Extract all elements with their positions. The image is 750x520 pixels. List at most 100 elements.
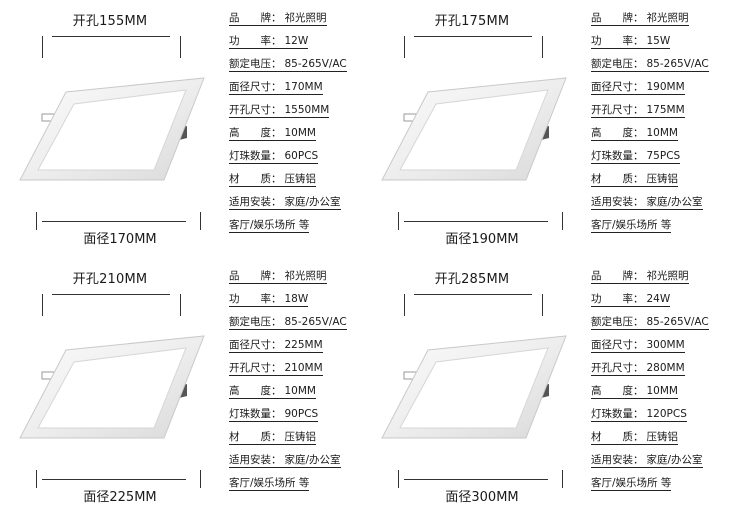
spec-label: 灯珠数量 <box>229 150 271 162</box>
spec-colon: ： <box>633 127 644 139</box>
spec-label: 品 牌 <box>591 12 633 24</box>
spec-row: 面径尺寸：190MM <box>591 81 685 95</box>
spec-value: 12W <box>284 35 309 47</box>
spec-row: 额定电压：85-265V/AC <box>229 58 347 72</box>
spec-value: 225MM <box>284 339 323 351</box>
spec-label: 适用安装 <box>591 454 633 466</box>
spec-value: 客厅/娱乐场所 等 <box>229 477 310 489</box>
spec-value: 压铸铝 <box>646 173 679 185</box>
spec-row: 适用安装：家庭/办公室 <box>591 454 703 468</box>
spec-colon: ： <box>633 316 644 328</box>
panel-diffuser <box>37 89 187 171</box>
spec-label: 开孔尺寸 <box>591 104 633 116</box>
spec-colon: ： <box>633 385 644 397</box>
spec-row: 客厅/娱乐场所 等 <box>591 477 672 491</box>
spec-value: 客厅/娱乐场所 等 <box>229 219 310 231</box>
panel-light-image <box>19 335 205 439</box>
hole-dim-line <box>52 294 170 295</box>
spec-value: 85-265V/AC <box>284 316 347 328</box>
spec-colon: ： <box>633 35 644 47</box>
spec-colon: ： <box>271 35 282 47</box>
panel-light-image <box>19 77 205 181</box>
spec-row: 灯珠数量：120PCS <box>591 408 687 422</box>
spec-label: 材 质 <box>229 431 271 443</box>
spec-colon: ： <box>633 454 644 466</box>
spec-colon: ： <box>271 293 282 305</box>
diameter-dim-line <box>404 221 548 222</box>
spec-row: 材 质：压铸铝 <box>229 173 316 187</box>
spec-row: 适用安装：家庭/办公室 <box>229 454 341 468</box>
spec-label: 额定电压 <box>591 316 633 328</box>
spec-row: 功 率：18W <box>229 293 309 307</box>
hole-dim-tick-right <box>542 294 543 316</box>
spec-value: 家庭/办公室 <box>284 454 341 466</box>
spec-colon: ： <box>271 12 282 24</box>
spec-row: 功 率：15W <box>591 35 671 49</box>
spec-value: 1550MM <box>284 104 330 116</box>
spec-colon: ： <box>633 150 644 162</box>
spec-value: 压铸铝 <box>646 431 679 443</box>
panel-diffuser <box>399 347 549 429</box>
spec-row: 开孔尺寸：175MM <box>591 104 685 118</box>
spec-value: 75PCS <box>646 150 681 162</box>
spec-row: 高 度：10MM <box>591 127 678 141</box>
spec-row: 灯珠数量：90PCS <box>229 408 319 422</box>
diameter-label: 面径170MM <box>83 232 157 247</box>
spec-row: 材 质：压铸铝 <box>229 431 316 445</box>
diameter-dim-tick-right <box>562 470 563 488</box>
spec-value: 10MM <box>284 127 316 139</box>
spec-value: 祁光照明 <box>284 270 327 282</box>
spec-label: 灯珠数量 <box>229 408 271 420</box>
spec-colon: ： <box>633 270 644 282</box>
spec-label: 面径尺寸 <box>591 339 633 351</box>
spec-row: 功 率：12W <box>229 35 309 49</box>
spec-label: 适用安装 <box>229 196 271 208</box>
spec-value: 客厅/娱乐场所 等 <box>591 477 672 489</box>
spec-label: 开孔尺寸 <box>229 104 271 116</box>
hole-dim-tick-left <box>42 36 43 58</box>
spec-label: 适用安装 <box>591 196 633 208</box>
spec-label: 面径尺寸 <box>591 81 633 93</box>
spec-colon: ： <box>633 12 644 24</box>
spec-row: 灯珠数量：60PCS <box>229 150 319 164</box>
spec-value: 85-265V/AC <box>646 58 709 70</box>
diameter-dim-tick-left <box>398 470 399 488</box>
diameter-dim-tick-right <box>200 470 201 488</box>
diameter-label: 面径190MM <box>445 232 519 247</box>
diameter-dim-tick-right <box>200 212 201 230</box>
spec-value: 10MM <box>646 127 678 139</box>
spec-colon: ： <box>271 104 282 116</box>
spec-label: 高 度 <box>591 127 633 139</box>
spec-row: 高 度：10MM <box>591 385 678 399</box>
spec-label: 开孔尺寸 <box>591 362 633 374</box>
hole-size-label: 开孔175MM <box>434 14 510 29</box>
spec-colon: ： <box>633 81 644 93</box>
spec-value: 280MM <box>646 362 685 374</box>
spec-colon: ： <box>633 293 644 305</box>
spec-value: 压铸铝 <box>284 431 317 443</box>
spec-label: 材 质 <box>591 173 633 185</box>
spec-row: 灯珠数量：75PCS <box>591 150 681 164</box>
hole-dim-line <box>414 294 532 295</box>
diameter-dim-line <box>404 479 548 480</box>
spec-colon: ： <box>271 127 282 139</box>
spec-value: 祁光照明 <box>284 12 327 24</box>
spec-row: 高 度：10MM <box>229 385 316 399</box>
spec-row: 品 牌：祁光照明 <box>229 270 327 284</box>
diameter-label: 面径300MM <box>445 490 519 505</box>
diameter-dim-tick-left <box>36 212 37 230</box>
spec-label: 适用安装 <box>229 454 271 466</box>
spec-colon: ： <box>271 316 282 328</box>
spec-colon: ： <box>271 81 282 93</box>
spec-colon: ： <box>633 104 644 116</box>
hole-dim-tick-right <box>542 36 543 58</box>
spec-row: 额定电压：85-265V/AC <box>591 316 709 330</box>
hole-dim-line <box>52 36 170 37</box>
spec-colon: ： <box>633 431 644 443</box>
spec-colon: ： <box>271 431 282 443</box>
diameter-dim-tick-left <box>398 212 399 230</box>
diameter-dim-tick-right <box>562 212 563 230</box>
spec-row: 适用安装：家庭/办公室 <box>229 196 341 210</box>
panel-light-image <box>381 77 567 181</box>
